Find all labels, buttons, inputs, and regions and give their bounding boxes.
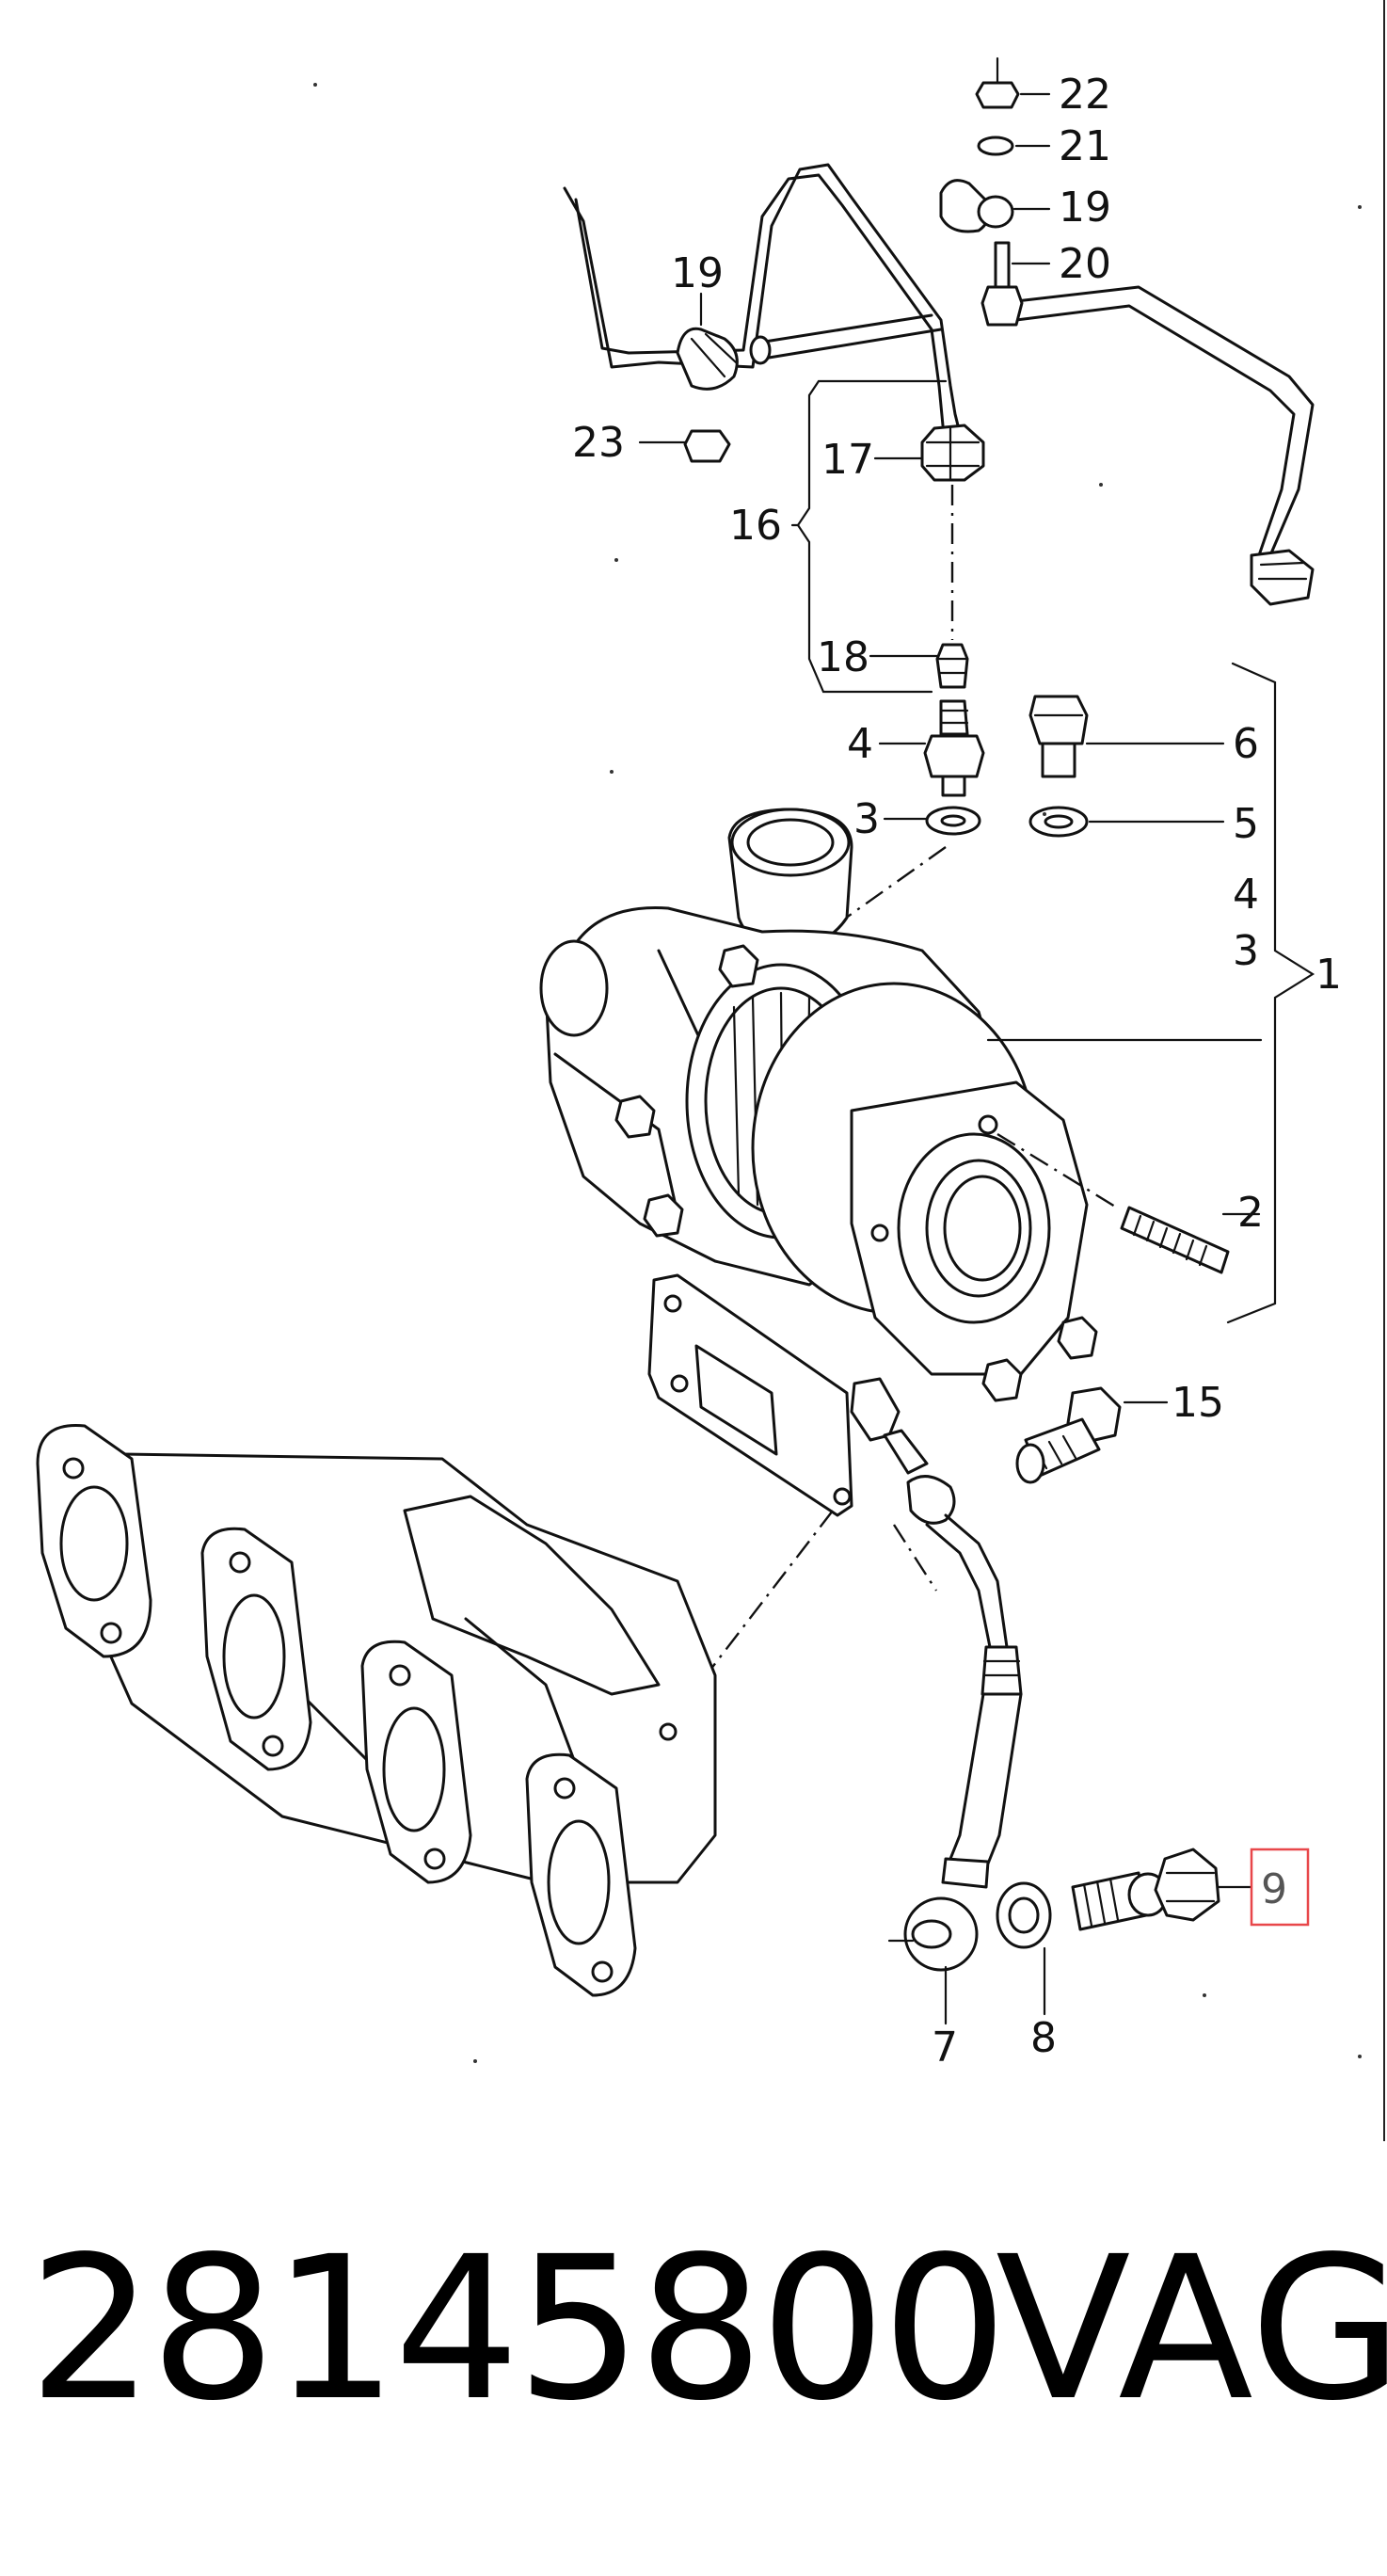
- clamp-19-upper: [939, 179, 1051, 233]
- oil-feed-pipe-upper: [563, 163, 960, 427]
- clamp-19-left: [676, 292, 739, 391]
- plug-6: [1028, 695, 1225, 778]
- highlight-box: [1250, 1848, 1310, 1927]
- callout-4-group: 4: [1233, 871, 1259, 919]
- callout-6: 6: [1233, 720, 1259, 768]
- turbocharger: [539, 808, 1098, 1517]
- callout-19-upper: 19: [1059, 184, 1111, 232]
- oil-pipe-right: [1014, 285, 1315, 606]
- washer-21: [977, 136, 1051, 156]
- callout-22: 22: [1059, 71, 1111, 119]
- seal-ring-5: [1028, 806, 1225, 838]
- callout-19-left: 19: [671, 249, 724, 297]
- exhaust-manifold: [36, 1424, 717, 1997]
- part-number: 28145800: [28, 2214, 1008, 2444]
- bolt-20: [980, 241, 1051, 327]
- banjo-bolt-9: [1071, 1848, 1253, 1931]
- banjo-bolt-15: [1015, 1386, 1169, 1484]
- stud-2: [1120, 1206, 1261, 1274]
- callout-8: 8: [1030, 2014, 1057, 2062]
- bracket-16: [790, 379, 948, 694]
- seal-ring-8: [996, 1881, 1052, 2016]
- callout-4-upper: 4: [847, 720, 873, 768]
- callout-2: 2: [1237, 1189, 1264, 1237]
- callout-7: 7: [932, 2024, 958, 2072]
- seal-ring-3-upper: [883, 806, 981, 836]
- bracket-1: [1226, 662, 1315, 1324]
- scan-specks: [313, 83, 1362, 2063]
- callout-3-upper: 3: [853, 795, 880, 843]
- callout-17: 17: [821, 436, 874, 484]
- callout-20: 20: [1059, 240, 1111, 288]
- callout-16: 16: [729, 502, 782, 550]
- union-nut-17: [873, 424, 985, 482]
- callout-21: 21: [1059, 122, 1111, 170]
- brand-name: VAG: [996, 2214, 1387, 2444]
- callout-5: 5: [1233, 800, 1259, 848]
- turbocharger-exploded-diagram: 22 21 19 20 19 23 17 16 18 4 6 3 5 4 3 1…: [36, 56, 1362, 2072]
- callout-9: 9: [1261, 1865, 1287, 1913]
- oil-return-pipe: [850, 1377, 1023, 2025]
- nut-23: [638, 429, 731, 463]
- callout-18: 18: [817, 633, 869, 681]
- callout-23: 23: [572, 419, 625, 467]
- callout-3-group: 3: [1233, 927, 1259, 975]
- image-edge-line: [1383, 0, 1385, 2141]
- nut-22: [975, 56, 1051, 109]
- fitting-4-upper: [878, 699, 985, 797]
- callout-15: 15: [1172, 1379, 1224, 1427]
- callout-1: 1: [1315, 951, 1342, 999]
- fitting-18: [869, 643, 969, 689]
